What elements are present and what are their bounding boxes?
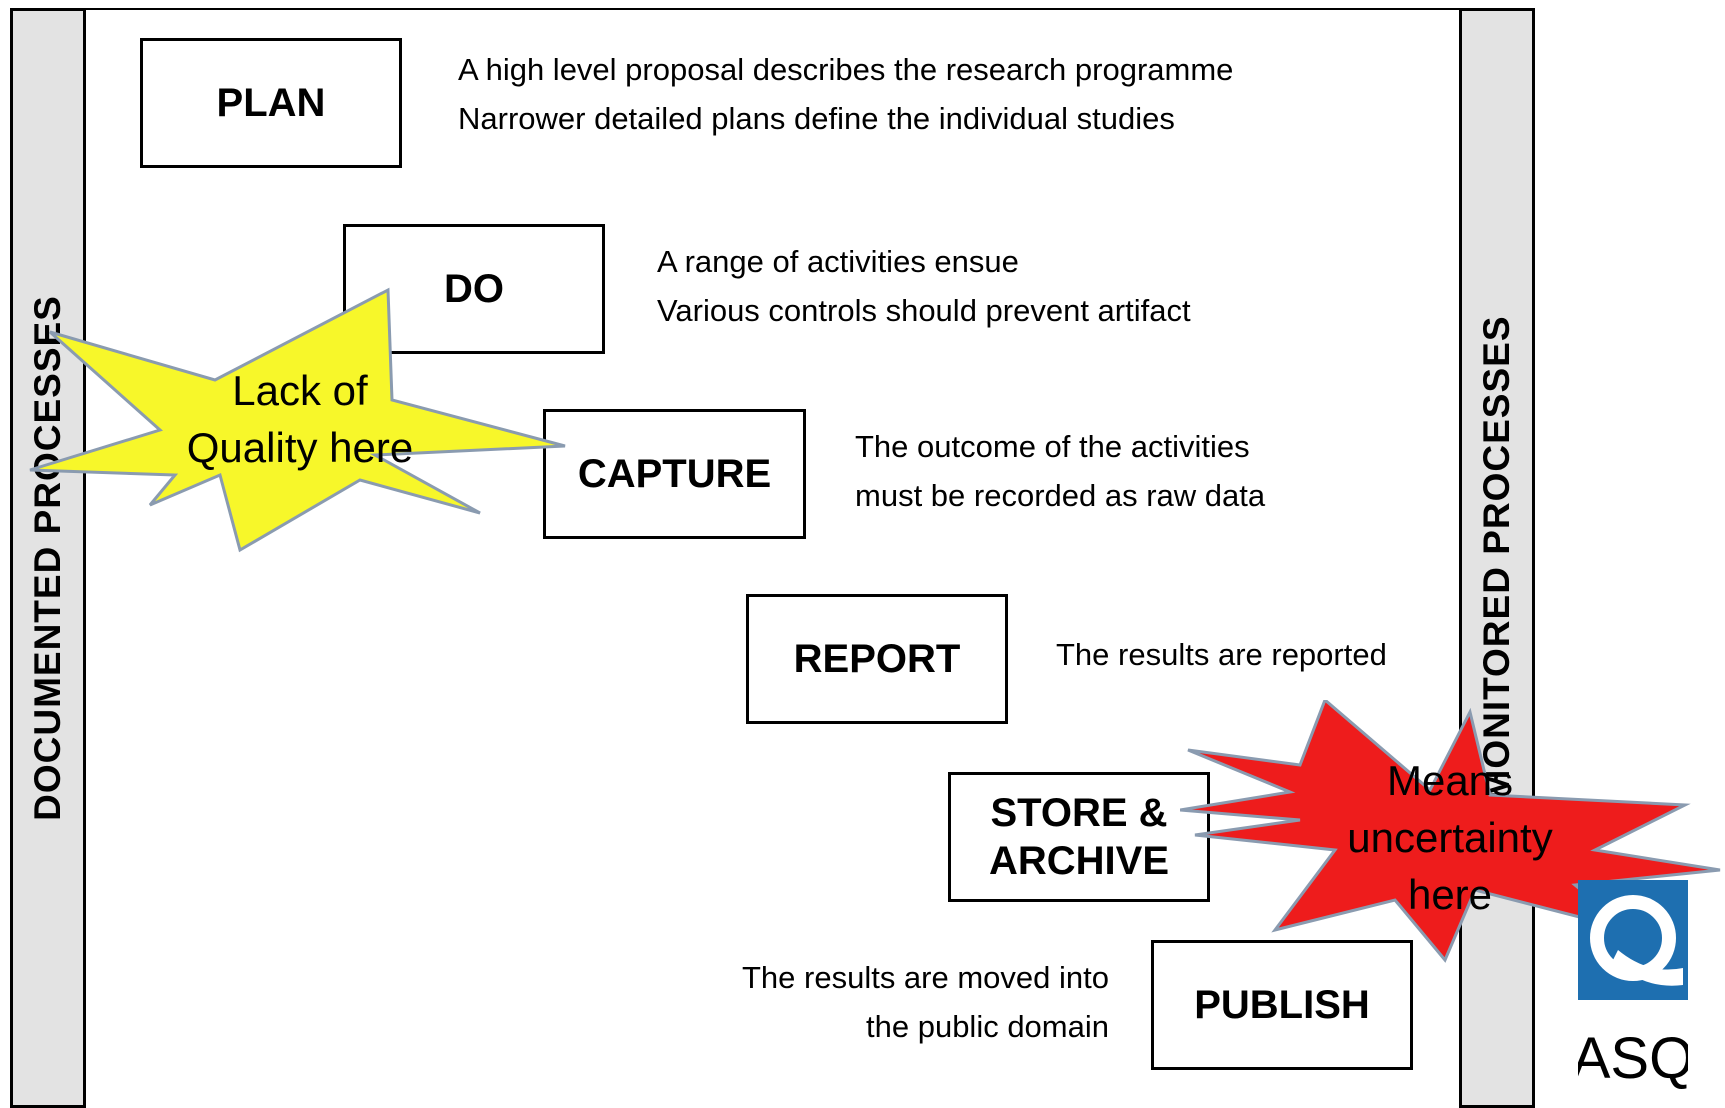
uncertainty-burst-line: uncertainty — [1347, 814, 1553, 861]
step-store-archive-label-line1: STORE & — [990, 791, 1168, 835]
right-sidebar: MONITORED PROCESSES — [1459, 8, 1535, 1108]
step-capture-label: CAPTURE — [577, 452, 772, 496]
left-sidebar: DOCUMENTED PROCESSES — [10, 8, 86, 1108]
quality-burst-line: Lack of — [232, 367, 368, 414]
step-plan-description: A high level proposal describes the rese… — [458, 45, 1233, 143]
quality-burst-star — [29, 287, 566, 553]
description-line: must be recorded as raw data — [855, 478, 1266, 513]
step-do-label: DO — [444, 267, 504, 311]
description-line: A range of activities ensue — [657, 244, 1019, 279]
step-do-description: A range of activities ensue Various cont… — [657, 237, 1191, 335]
description-line: the public domain — [866, 1009, 1109, 1044]
step-report-description: The results are reported — [1056, 630, 1387, 679]
step-plan-box: PLAN — [140, 38, 402, 168]
uncertainty-burst-text: Means uncertainty here — [1300, 752, 1600, 923]
uncertainty-burst-line: Means — [1386, 757, 1514, 804]
description-line: The results are moved into — [741, 960, 1109, 995]
description-line: A high level proposal describes the rese… — [458, 52, 1234, 87]
step-publish-description: The results are moved into the public do… — [742, 953, 1109, 1051]
asq-logo-text: ASQ — [1578, 1026, 1688, 1090]
step-capture-box: CAPTURE — [543, 409, 806, 539]
step-report-label: REPORT — [793, 637, 961, 681]
step-capture-description: The outcome of the activities must be re… — [855, 422, 1265, 520]
quality-burst-line: Quality here — [186, 424, 414, 471]
step-report-box: REPORT — [746, 594, 1008, 724]
asq-logo: ASQ — [1572, 880, 1694, 1091]
uncertainty-burst-line: here — [1407, 871, 1493, 918]
step-store-archive-label-line2: ARCHIVE — [988, 839, 1170, 883]
description-line: The outcome of the activities — [855, 429, 1250, 464]
step-store-archive-box: STORE & ARCHIVE — [948, 772, 1210, 902]
quality-burst-text: Lack of Quality here — [155, 362, 445, 476]
quality-burst-shape — [29, 287, 566, 553]
step-publish-box: PUBLISH — [1151, 940, 1413, 1070]
step-plan-label: PLAN — [216, 81, 326, 125]
asq-q-logo-icon: ASQ — [1572, 880, 1694, 1091]
description-line: Various controls should prevent artifact — [657, 293, 1191, 328]
step-publish-label: PUBLISH — [1194, 983, 1370, 1027]
description-line: The results are reported — [1056, 637, 1387, 672]
description-line: Narrower detailed plans define the indiv… — [458, 101, 1175, 136]
